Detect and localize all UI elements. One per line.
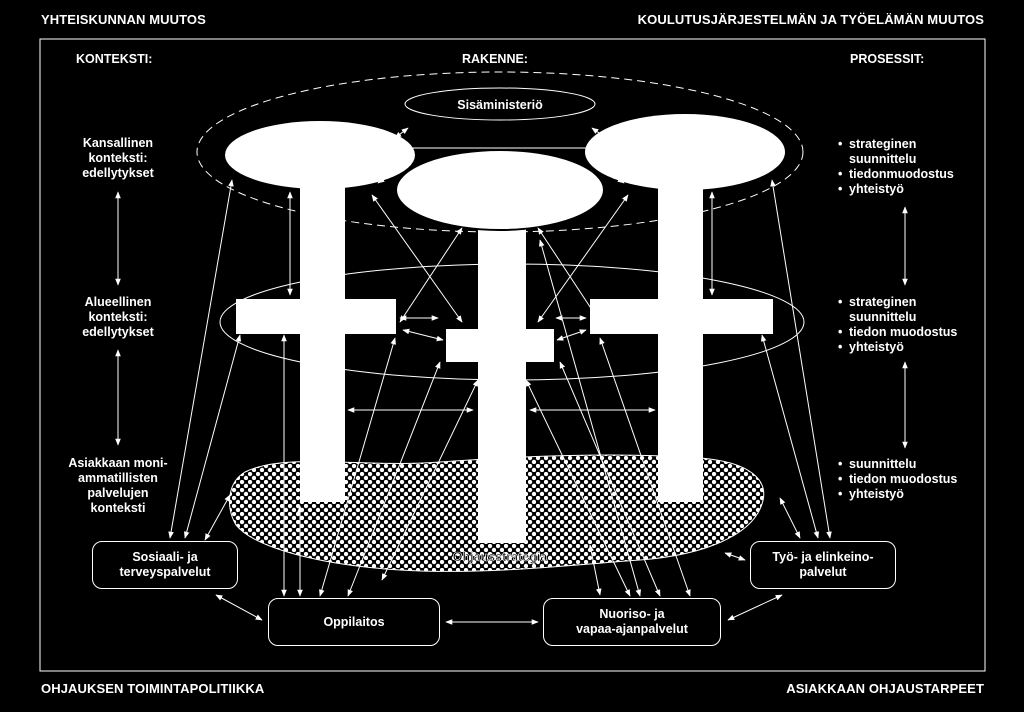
- left-ministry-ellipse: [225, 121, 415, 189]
- context-national: Kansallinen konteksti: edellytykset: [82, 136, 154, 180]
- left-crossbar: [236, 299, 396, 334]
- process-item: strateginen suunnittelu: [838, 137, 929, 167]
- center-crossbar: [446, 329, 554, 362]
- corner-label-bottom-left: OHJAUKSEN TOIMINTAPOLITIIKKA: [41, 681, 265, 696]
- process-item: tiedon muodostus: [838, 472, 978, 487]
- corner-label-bottom-right: ASIAKKAAN OHJAUSTARPEET: [786, 681, 984, 696]
- service-box-youth-leisure: Nuoriso- ja vapaa-ajanpalvelut: [543, 598, 721, 646]
- service-box-work-economy: Työ- ja elinkeino- palvelut: [750, 541, 896, 589]
- process-item: strateginen suunnittelu: [838, 295, 929, 325]
- left-trunk: [300, 170, 345, 502]
- ministry-ellipse: [404, 87, 596, 121]
- service-box-school: Oppilaitos: [268, 598, 440, 646]
- connector-arrows: [115, 127, 908, 625]
- process-item: tiedonmuodostus: [838, 167, 978, 182]
- header-structure: RAKENNE:: [462, 52, 528, 66]
- process-list-national: strateginen suunnittelu tiedonmuodostus …: [838, 137, 978, 197]
- process-list-client: suunnittelu tiedon muodostus yhteistyö: [838, 457, 978, 502]
- right-trunk: [658, 170, 703, 502]
- process-item: yhteistyö: [838, 340, 978, 355]
- header-processes: PROSESSIT:: [850, 52, 925, 66]
- center-trunk: [478, 205, 526, 543]
- process-item: tiedon muodostus: [838, 325, 978, 340]
- outer-frame: [39, 38, 986, 672]
- right-crossbar: [590, 299, 773, 334]
- context-regional: Alueellinen konteksti: edellytykset: [82, 295, 154, 339]
- header-context: KONTEKSTI:: [76, 52, 153, 66]
- strategy-label: Ohjausstrategia: [453, 550, 549, 564]
- center-ministry-ellipse: [395, 149, 605, 231]
- process-item: yhteistyö: [838, 182, 978, 197]
- corner-label-top-left: YHTEISKUNNAN MUUTOS: [41, 12, 206, 27]
- corner-label-top-right: KOULUTUSJÄRJESTELMÄN JA TYÖELÄMÄN MUUTOS: [637, 12, 984, 27]
- right-ministry-ellipse: [585, 114, 785, 190]
- context-client: Asiakkaan moni- ammatillisten palvelujen…: [68, 456, 168, 515]
- ministry-label: Sisäministeriö: [457, 98, 543, 112]
- process-item: yhteistyö: [838, 487, 978, 502]
- process-list-regional: strateginen suunnittelu tiedon muodostus…: [838, 295, 978, 355]
- process-item: suunnittelu: [838, 457, 978, 472]
- service-box-social-health: Sosiaali- ja terveyspalvelut: [92, 541, 238, 589]
